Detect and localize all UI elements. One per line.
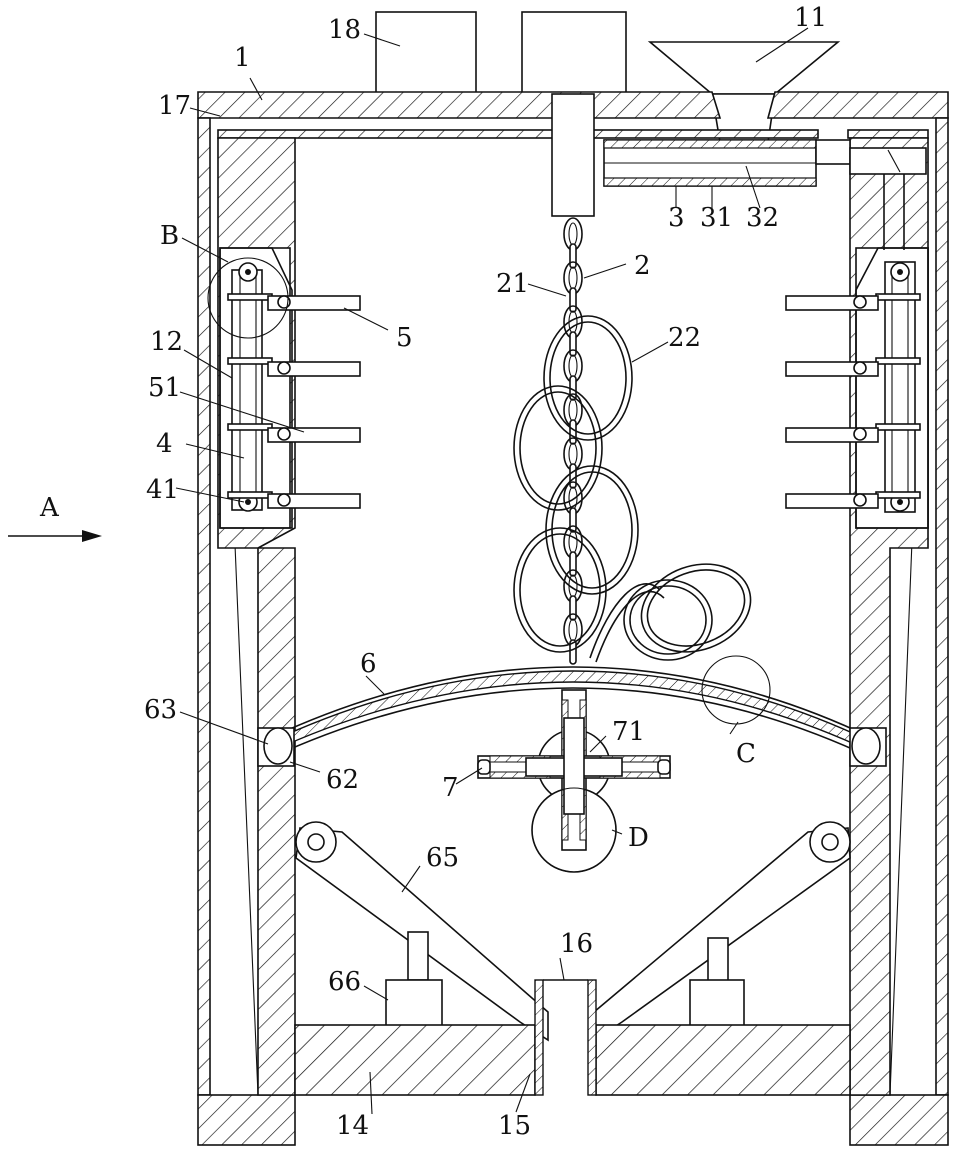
chain-link-inner [569, 355, 577, 377]
label-66: 66 [328, 967, 361, 997]
label-71: 71 [612, 717, 645, 747]
label-51: 51 [148, 373, 181, 403]
motor-18 [376, 12, 626, 94]
chain-link-inner [569, 531, 577, 553]
label-16: 16 [560, 929, 593, 959]
view-arrow-a [8, 530, 102, 542]
label-B: B [160, 221, 179, 251]
rings-22 [514, 316, 763, 667]
label-63: 63 [144, 695, 177, 725]
label-A: A [39, 493, 60, 523]
chain-link-inner [569, 443, 577, 465]
label-12: 12 [150, 327, 183, 357]
label-21: 21 [496, 269, 529, 299]
label-4: 4 [156, 429, 173, 459]
chain-link [570, 596, 576, 620]
label-18: 18 [328, 15, 361, 45]
label-41: 41 [146, 475, 179, 505]
label-14: 14 [336, 1111, 369, 1141]
label-7: 7 [442, 773, 459, 803]
label-15: 15 [498, 1111, 531, 1141]
chain-link-inner [569, 223, 577, 245]
chain-link [570, 464, 576, 488]
label-6: 6 [360, 649, 377, 679]
base-14 [295, 1025, 850, 1095]
label-31: 31 [700, 203, 733, 233]
label-32: 32 [746, 203, 779, 233]
chain-link [570, 552, 576, 576]
chain-2 [564, 218, 582, 664]
label-C: C [736, 739, 756, 769]
label-D: D [628, 823, 649, 853]
chain-link [570, 332, 576, 356]
label-3: 3 [668, 203, 685, 233]
label-62: 62 [326, 765, 359, 795]
label-11: 11 [794, 3, 827, 33]
label-1: 1 [234, 43, 251, 73]
label-2: 2 [634, 251, 651, 281]
chain-link [570, 288, 576, 312]
chain-link-inner [569, 619, 577, 641]
chain-link-inner [569, 267, 577, 289]
chain-link-inner [569, 399, 577, 421]
chain-link [570, 420, 576, 444]
chain-link [570, 244, 576, 268]
label-65: 65 [426, 843, 459, 873]
label-17: 17 [158, 91, 191, 121]
label-5: 5 [396, 323, 413, 353]
label-22: 22 [668, 323, 701, 353]
chain-link [570, 508, 576, 532]
